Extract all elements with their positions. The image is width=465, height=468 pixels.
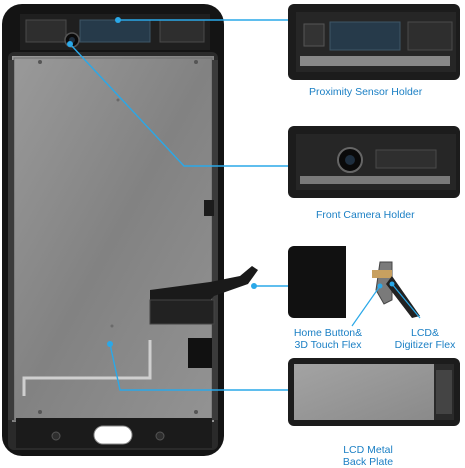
lcd-metal-back-plate-label: LCD Metal Back Plate xyxy=(330,444,406,468)
callout-lines xyxy=(69,19,288,391)
lcd-digitizer-flex-label: LCD& Digitizer Flex xyxy=(386,327,464,351)
inset-proximity-sensor-holder xyxy=(288,4,460,80)
home-button-flex-label: Home Button& 3D Touch Flex xyxy=(286,327,370,351)
front-camera-holder-label: Front Camera Holder xyxy=(316,209,415,221)
inset-front-camera-holder xyxy=(288,126,460,198)
callout-dots xyxy=(67,17,257,347)
home-button-flex-label-line1: Home Button& xyxy=(293,327,363,339)
inset-flex-cables xyxy=(288,246,460,318)
phone-frame xyxy=(2,4,258,456)
inset-lcd-metal-back-plate xyxy=(288,358,460,426)
proximity-sensor-holder-label: Proximity Sensor Holder xyxy=(309,86,423,98)
lcd-metal-back-plate-label-line2: Back Plate xyxy=(342,456,394,468)
lcd-metal-back-plate-label-line1: LCD Metal xyxy=(343,444,393,456)
lcd-digitizer-flex-label-line1: LCD& xyxy=(410,327,439,339)
lcd-digitizer-flex-label-line2: Digitizer Flex xyxy=(394,339,456,351)
home-button-flex-label-line2: 3D Touch Flex xyxy=(294,339,362,351)
inset-callout-lines xyxy=(351,283,421,327)
